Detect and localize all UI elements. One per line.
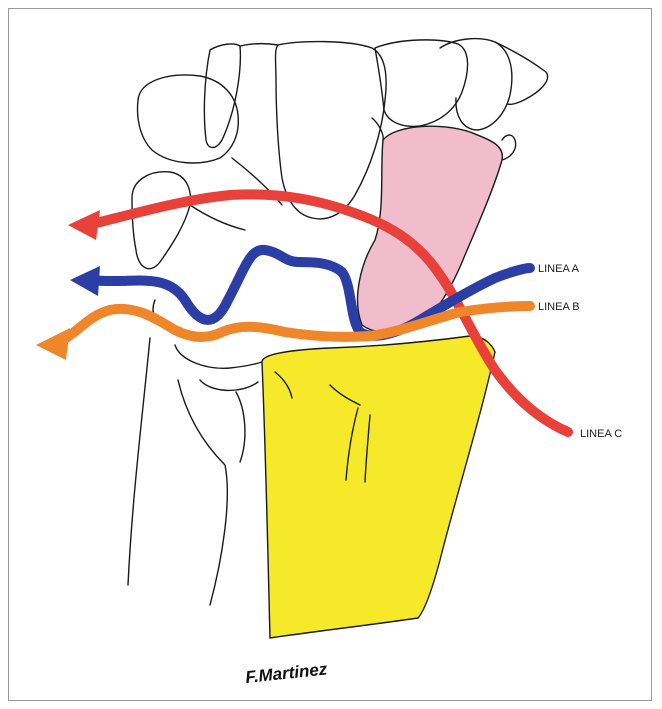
line-c-arrowhead: [68, 210, 100, 240]
line-b-curve: [60, 306, 530, 342]
line-a-label: LINEA A: [538, 263, 580, 275]
author-signature: F.Martinez: [244, 659, 328, 687]
line-b-label: LINEA B: [538, 301, 580, 313]
line-b-arrowhead: [36, 328, 70, 360]
lunate-bone: [358, 126, 503, 332]
ulna-bone: [128, 338, 150, 585]
line-c-label: LINEA C: [580, 428, 622, 440]
line-a-arrowhead: [70, 266, 100, 296]
radius-bone: [262, 336, 495, 638]
